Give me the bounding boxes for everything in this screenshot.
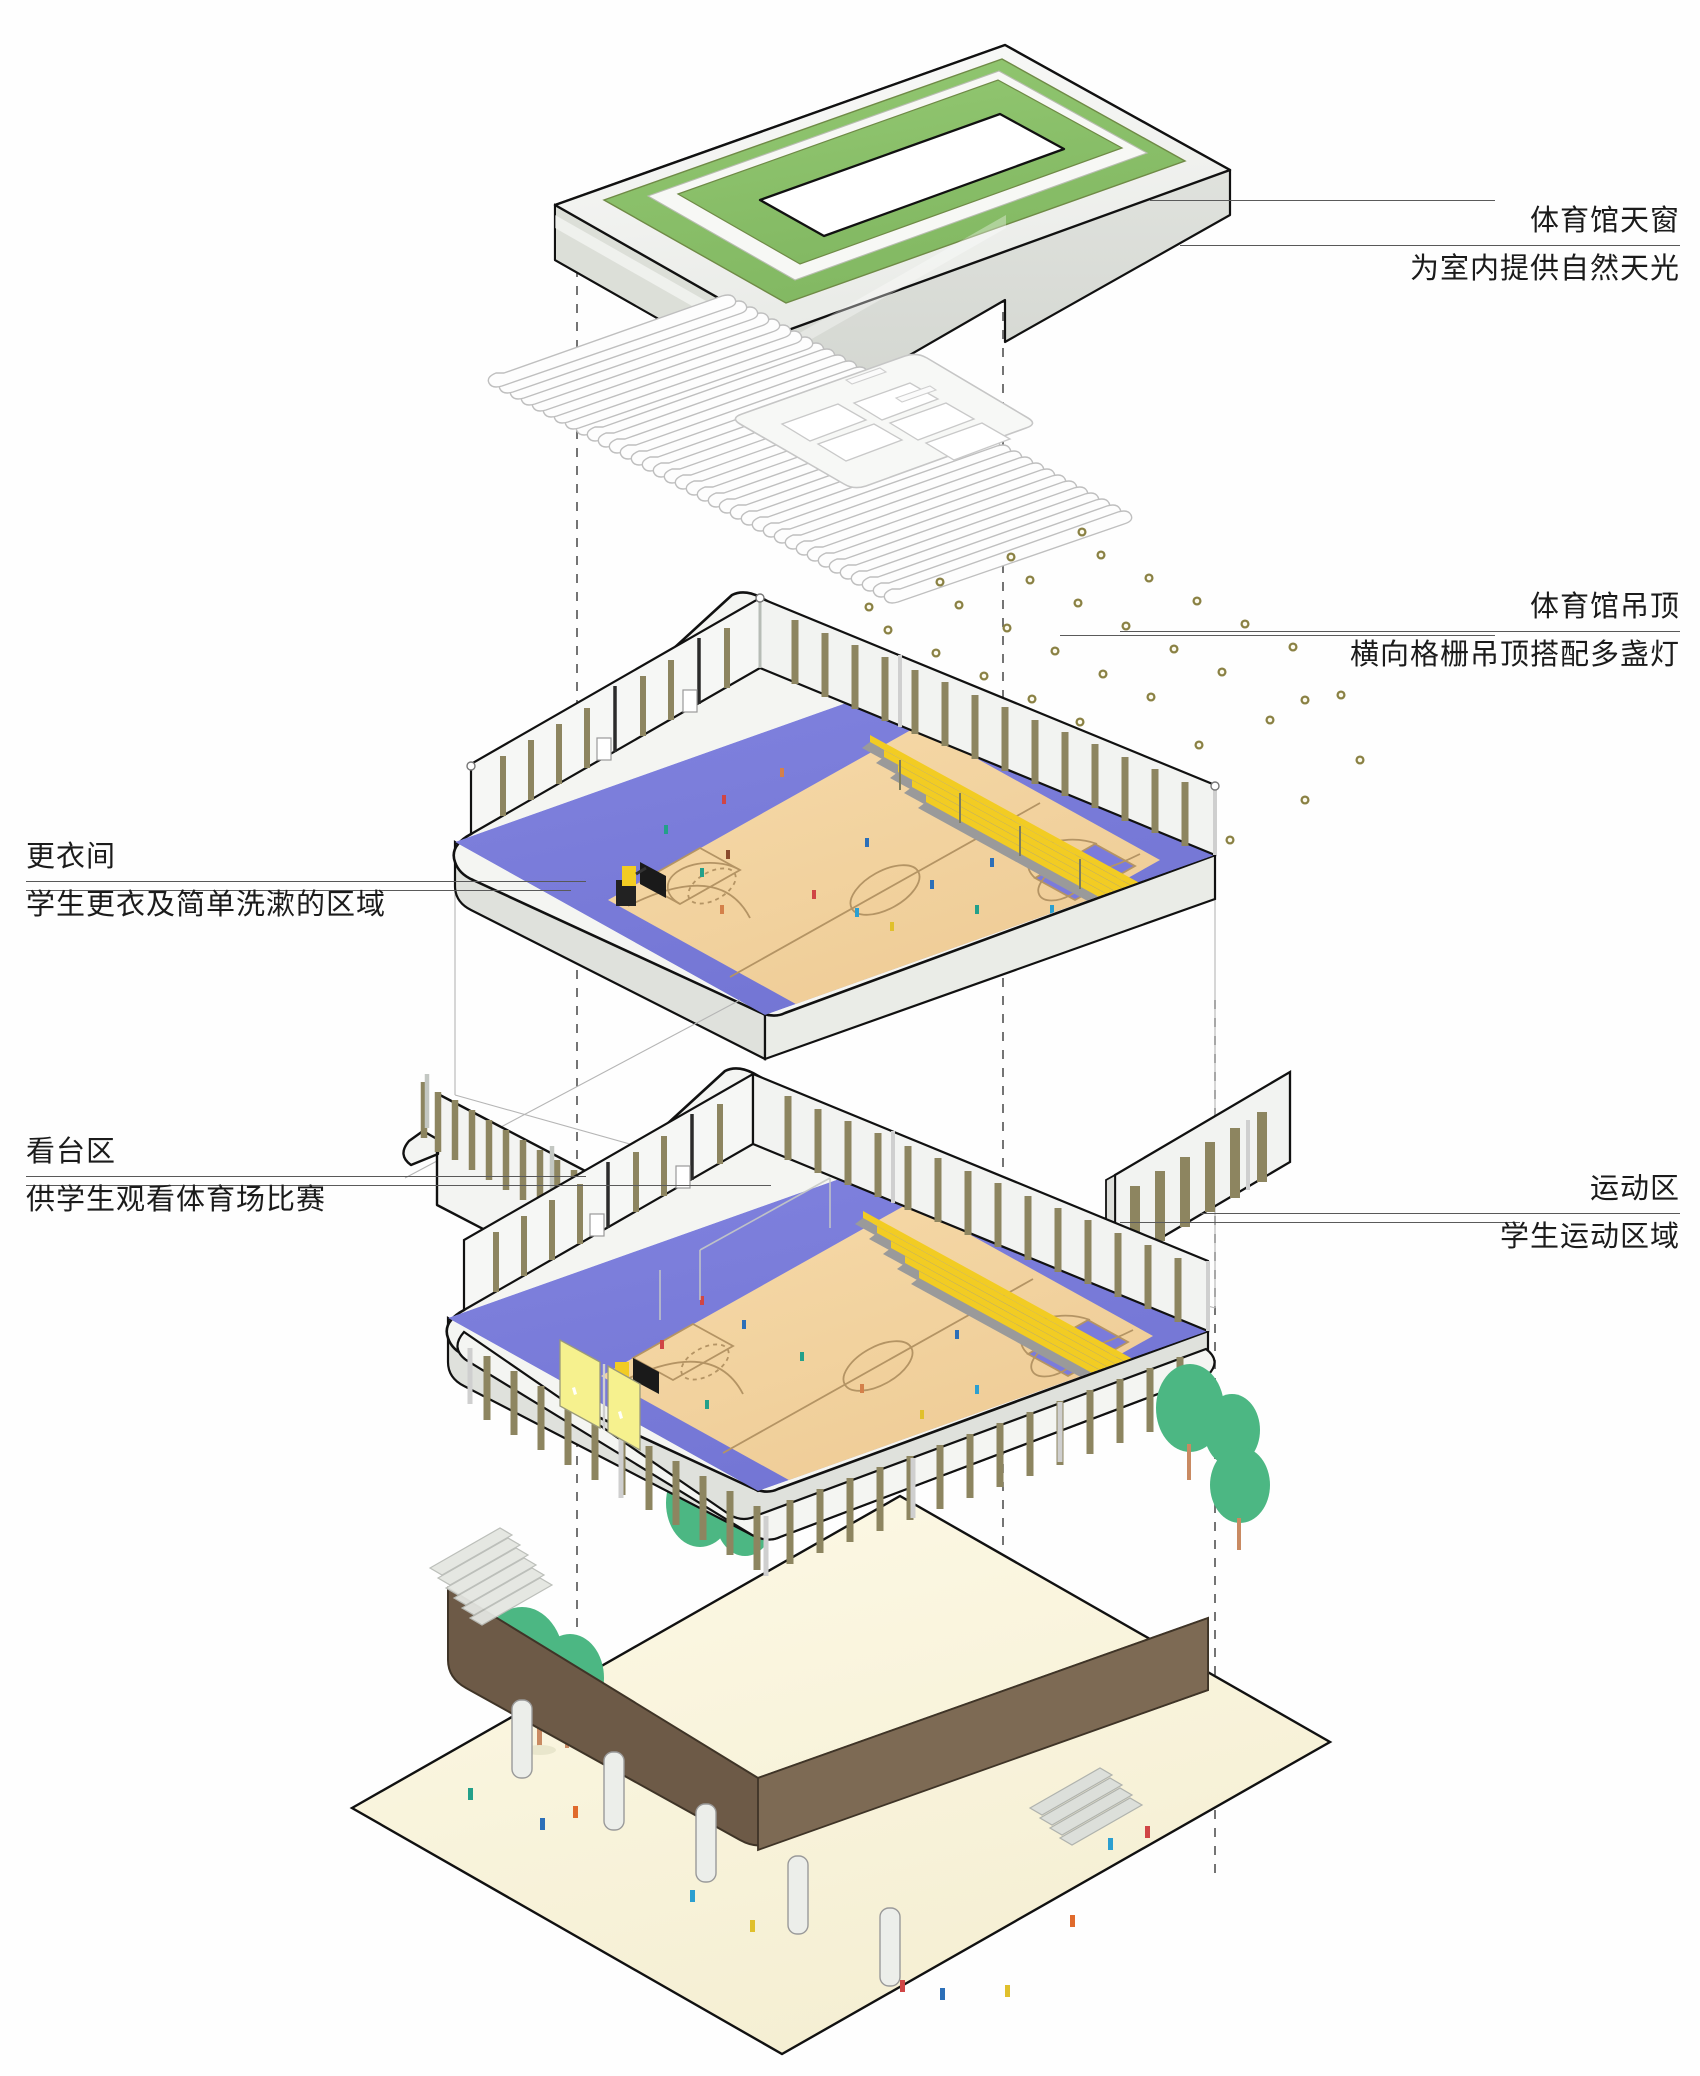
- callout-stand: 看台区 供学生观看体育场比赛: [26, 1135, 586, 1217]
- side-louver-panel: [1105, 1069, 1292, 1272]
- callout-divider: [1180, 245, 1680, 247]
- leader-line-stand: [26, 1185, 771, 1186]
- callout-skylight-desc: 为室内提供自然天光: [1409, 253, 1680, 286]
- front-louver-screen: [456, 1330, 1216, 1576]
- court-layer: [452, 591, 1220, 1309]
- assembled-changing-room: [559, 1338, 641, 1452]
- callout-changing-room-desc: 学生更衣及简单洗漱的区域: [26, 889, 387, 922]
- stairs-right: [1028, 1767, 1144, 1846]
- ground-people: [468, 1788, 1150, 2000]
- callout-skylight: 体育馆天窗 为室内提供自然天光: [1180, 204, 1680, 286]
- callout-ceiling: 体育馆吊顶 横向格栅吊顶搭配多盏灯: [1120, 590, 1680, 672]
- leader-line-changing: [26, 890, 571, 891]
- callout-skylight-title: 体育馆天窗: [1529, 205, 1680, 237]
- callout-sport-zone-desc: 学生运动区域: [1499, 1221, 1680, 1254]
- stairs: [428, 1527, 554, 1626]
- trees-right: [1156, 1364, 1270, 1550]
- leader-line-sport: [1120, 1222, 1520, 1223]
- callout-stand-title: 看台区: [26, 1136, 117, 1168]
- callout-sport-zone: 运动区 学生运动区域: [1200, 1172, 1680, 1254]
- ceiling-grille-layer: [487, 294, 1133, 604]
- louvered-walls: [469, 596, 1217, 857]
- callout-stand-desc: 供学生观看体育场比赛: [26, 1184, 327, 1217]
- callout-ceiling-desc: 横向格栅吊顶搭配多盏灯: [1349, 639, 1680, 672]
- callout-divider: [1200, 1213, 1680, 1215]
- callout-divider: [1120, 631, 1680, 633]
- callout-ceiling-title: 体育馆吊顶: [1529, 591, 1680, 623]
- columns: [511, 1699, 901, 1987]
- leader-line-skylight: [1150, 200, 1495, 201]
- callout-changing-room: 更衣间 学生更衣及简单洗漱的区域: [26, 840, 586, 922]
- roof-skylight-layer: [553, 43, 1232, 432]
- central-light-panel: [734, 353, 1034, 489]
- callout-sport-zone-title: 运动区: [1589, 1173, 1680, 1205]
- callout-divider: [26, 881, 586, 883]
- callout-divider: [26, 1176, 586, 1178]
- assembled-building-layer: [349, 1067, 1333, 2056]
- callout-changing-room-title: 更衣间: [26, 841, 117, 873]
- grille-slats: [487, 294, 1133, 604]
- leader-line-ceiling: [1060, 635, 1495, 636]
